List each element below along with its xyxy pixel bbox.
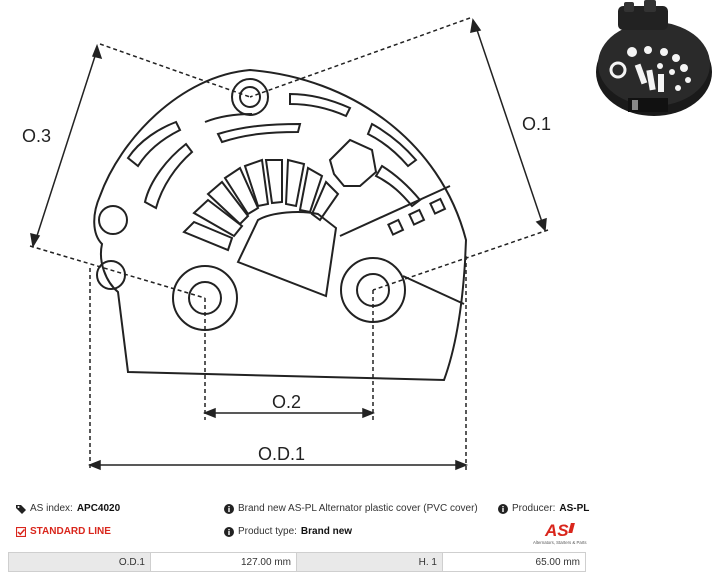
as-index-label: AS index: — [30, 503, 73, 514]
dim-label-o1: O.1 — [522, 114, 551, 134]
product-type-row: Product type: Brand new — [224, 526, 352, 537]
cover-outline — [93, 68, 468, 382]
spec-label: O.D.1 — [8, 552, 151, 572]
info-icon — [224, 503, 234, 514]
spec-table: O.D.1 127.00 mm H. 1 65.00 mm — [8, 552, 586, 572]
svg-text:AS: AS — [544, 521, 569, 540]
as-logo-mark: AS Alternators, Starters & Parts — [533, 521, 587, 545]
product-photo — [596, 0, 712, 116]
table-row: O.D.1 127.00 mm H. 1 65.00 mm — [8, 552, 586, 572]
info-icon — [498, 503, 508, 514]
spec-label: H. 1 — [296, 552, 443, 572]
line-row: STANDARD LINE — [16, 526, 111, 537]
as-index-row: AS index: APC4020 — [16, 503, 120, 514]
as-index-value: APC4020 — [76, 503, 121, 514]
producer-label: Producer: — [512, 503, 556, 514]
as-logo: AS Alternators, Starters & Parts — [531, 519, 589, 547]
dim-label-o2: O.2 — [272, 392, 301, 412]
info-icon — [224, 526, 234, 537]
description-row: Brand new AS-PL Alternator plastic cover… — [224, 503, 478, 514]
logo-tagline: Alternators, Starters & Parts — [533, 540, 587, 545]
dim-label-o3: O.3 — [22, 126, 51, 146]
check-square-icon — [16, 526, 26, 537]
technical-drawing: O.3 O.1 O.2 O.D.1 — [22, 17, 551, 471]
spec-value: 65.00 mm — [442, 552, 586, 572]
spec-value: 127.00 mm — [150, 552, 297, 572]
producer-value: AS-PL — [559, 503, 590, 514]
product-type-value: Brand new — [300, 526, 353, 537]
description-text: Brand new AS-PL Alternator plastic cover… — [238, 503, 478, 514]
product-type-label: Product type: — [238, 526, 297, 537]
dim-label-od1: O.D.1 — [258, 444, 305, 464]
producer-row: Producer: AS-PL — [498, 503, 589, 514]
tag-icon — [16, 504, 26, 514]
line-label: STANDARD LINE — [30, 526, 111, 537]
